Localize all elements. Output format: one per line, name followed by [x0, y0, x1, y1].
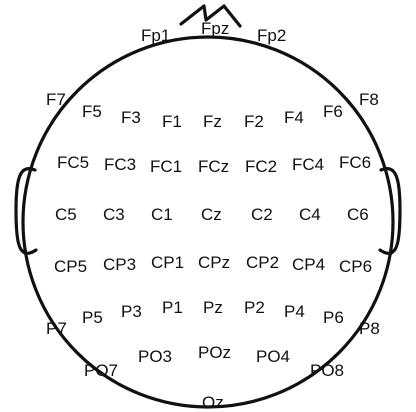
electrode-f7: F7 [46, 90, 66, 109]
electrode-fcz: FCz [198, 157, 229, 176]
electrode-po4: PO4 [256, 347, 290, 366]
electrode-c5: C5 [55, 205, 77, 224]
electrode-fc3: FC3 [104, 155, 136, 174]
electrode-cp1: CP1 [151, 253, 184, 272]
electrode-po8: PO8 [310, 361, 344, 380]
electrode-f8: F8 [359, 90, 379, 109]
electrode-po7: PO7 [84, 361, 118, 380]
electrode-f6: F6 [323, 102, 343, 121]
electrode-fz: Fz [203, 112, 222, 131]
electrode-p4: P4 [284, 302, 305, 321]
electrode-p7: P7 [46, 319, 67, 338]
electrode-fc4: FC4 [292, 155, 324, 174]
electrode-p2: P2 [244, 298, 265, 317]
electrode-c1: C1 [151, 205, 173, 224]
electrode-fc2: FC2 [245, 157, 277, 176]
electrode-poz: POz [198, 343, 231, 362]
electrode-fp1: Fp1 [141, 26, 170, 45]
electrode-f4: F4 [284, 108, 304, 127]
electrode-pz: Pz [203, 298, 223, 317]
electrode-c4: C4 [299, 205, 321, 224]
electrode-cz: Cz [201, 205, 222, 224]
electrode-c3: C3 [103, 205, 125, 224]
electrode-fc5: FC5 [57, 153, 89, 172]
electrode-c6: C6 [347, 205, 369, 224]
electrode-po3: PO3 [138, 347, 172, 366]
electrode-f1: F1 [162, 112, 182, 131]
electrode-c2: C2 [251, 205, 273, 224]
electrode-p8: P8 [359, 319, 380, 338]
electrode-oz: Oz [202, 393, 224, 412]
electrode-f5: F5 [82, 102, 102, 121]
electrode-p5: P5 [82, 308, 103, 327]
electrode-f2: F2 [244, 112, 264, 131]
electrode-cp5: CP5 [54, 257, 87, 276]
electrode-fc6: FC6 [339, 153, 371, 172]
electrode-p3: P3 [121, 302, 142, 321]
electrode-fp2: Fp2 [257, 26, 286, 45]
electrode-p6: P6 [323, 308, 344, 327]
electrode-f3: F3 [121, 108, 141, 127]
electrode-fpz: Fpz [201, 19, 229, 38]
electrode-p1: P1 [162, 298, 183, 317]
electrode-cp6: CP6 [339, 257, 372, 276]
electrode-fc1: FC1 [150, 157, 182, 176]
electrode-cp2: CP2 [246, 253, 279, 272]
electrode-cp4: CP4 [292, 255, 325, 274]
electrode-cpz: CPz [198, 253, 230, 272]
electrode-cp3: CP3 [103, 255, 136, 274]
